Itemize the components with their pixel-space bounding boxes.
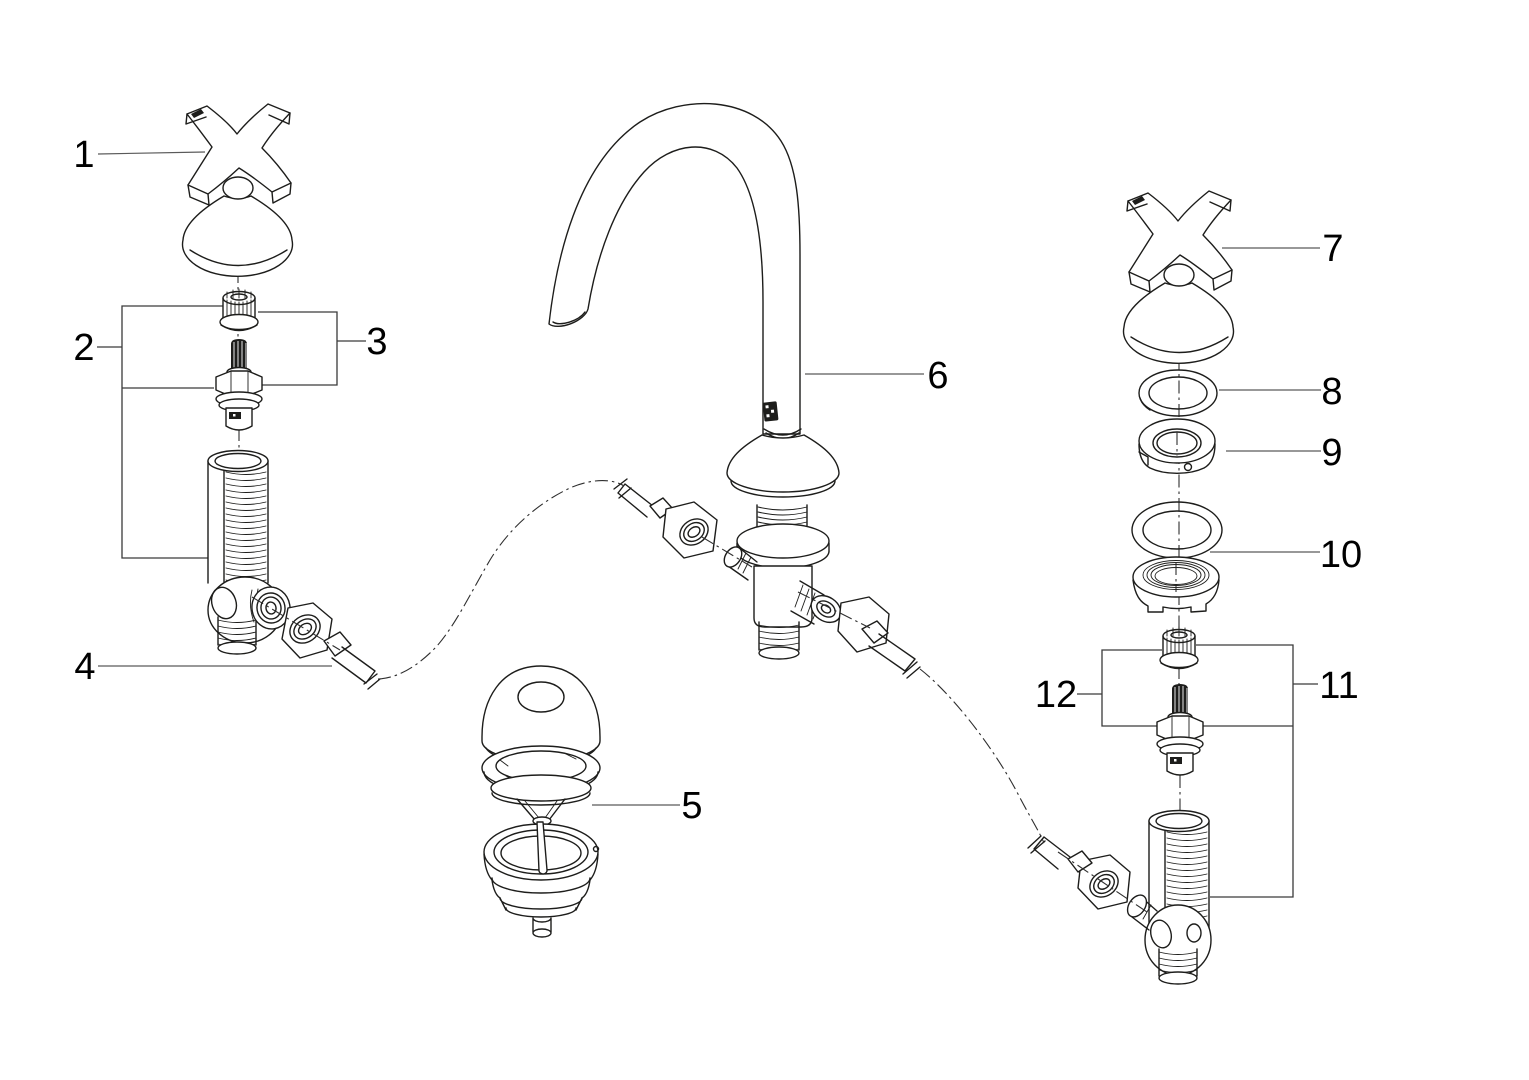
hose-connection-center-right xyxy=(837,596,921,679)
part-6-spout xyxy=(548,102,840,498)
leader-1 xyxy=(97,151,206,155)
callout-9: 9 xyxy=(1321,432,1342,474)
part-12-spline-adapter-right xyxy=(1159,626,1199,670)
part-1-cross-handle xyxy=(181,103,294,278)
spout-shank-and-tee xyxy=(723,504,842,660)
bracket-part-11 xyxy=(1196,644,1318,898)
callout-2: 2 xyxy=(73,327,94,369)
axis-tee-left xyxy=(701,536,753,568)
callout-3: 3 xyxy=(366,321,387,363)
part-11-valve-body-right xyxy=(1126,809,1212,985)
part-5-drain-waste xyxy=(481,665,601,938)
callout-1: 1 xyxy=(73,134,94,176)
part-4-valve-body-left xyxy=(207,449,291,655)
callout-12: 12 xyxy=(1035,674,1077,716)
part-10-oring-and-flange xyxy=(1131,501,1223,613)
callout-5: 5 xyxy=(681,785,702,827)
callout-4: 4 xyxy=(74,646,95,688)
axis-right-valve xyxy=(1057,851,1151,915)
part-3-cartridge-left xyxy=(215,338,263,431)
callout-10: 10 xyxy=(1320,534,1362,576)
callout-11: 11 xyxy=(1319,665,1358,707)
centerline-hose-left xyxy=(377,480,625,680)
part-9-ring-nut xyxy=(1138,418,1216,475)
hose-connection-left xyxy=(281,602,381,690)
centerline-hose-right xyxy=(919,668,1045,844)
part-7-cross-handle xyxy=(1122,190,1235,365)
callout-6: 6 xyxy=(927,355,948,397)
bracket-part-2 xyxy=(97,305,223,559)
part-8-seal-ring xyxy=(1138,369,1218,417)
part-11-cartridge-right xyxy=(1156,683,1204,776)
axis-left-valve xyxy=(251,596,341,651)
brand-label-icon xyxy=(762,401,779,422)
hose-connection-right xyxy=(1027,835,1131,910)
callout-8: 8 xyxy=(1321,371,1342,413)
callout-7: 7 xyxy=(1322,228,1343,270)
part-2-spline-adapter-left xyxy=(219,288,259,332)
hose-connection-center-left xyxy=(613,478,718,559)
bracket-part-3 xyxy=(258,311,366,386)
